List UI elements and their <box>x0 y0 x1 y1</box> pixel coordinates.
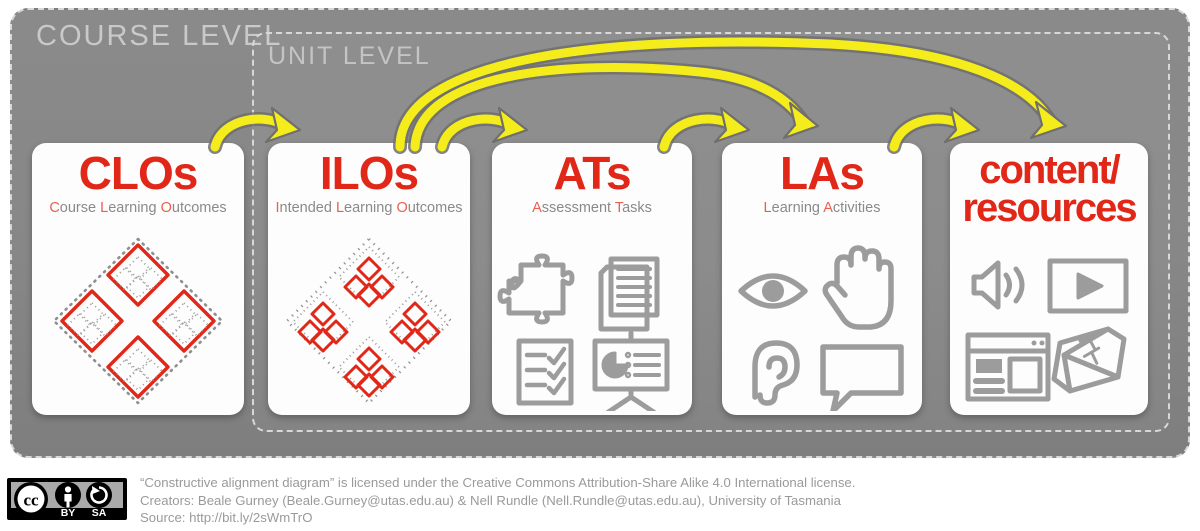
eye-icon <box>738 273 808 309</box>
card-las-subtitle: Learning Activities <box>763 200 881 216</box>
card-clos-subtitle: Course Learning Outcomes <box>49 200 227 216</box>
sa-icon <box>86 482 112 508</box>
footer: cc BY SA “Constructive alignment diagram… <box>0 468 1200 531</box>
badge-sa-label: SA <box>92 507 107 519</box>
card-ats-title: ATs <box>553 147 631 199</box>
card-ats-subtitle: Assessment Tasks <box>532 200 652 216</box>
cc-icon: cc <box>14 482 48 516</box>
card-clos-artwork <box>32 231 244 411</box>
card-las[interactable]: LAs Learning Activities <box>722 143 922 415</box>
footer-line-license: “Constructive alignment diagram” is lice… <box>140 475 856 490</box>
course-level-label: COURSE LEVEL <box>36 20 283 52</box>
card-content-title-line2: resources <box>962 186 1137 230</box>
card-content-artwork <box>950 243 1148 411</box>
speaker-audio-icon <box>971 260 1025 310</box>
card-ilos-artwork <box>268 231 470 411</box>
card-ats[interactable]: ATs Assessment Tasks <box>492 143 692 415</box>
by-icon <box>55 482 81 508</box>
card-content-resources[interactable]: content/ resources <box>950 143 1148 415</box>
badge-by-label: BY <box>61 507 76 519</box>
unit-level-label: UNIT LEVEL <box>268 42 431 70</box>
footer-line-creators: Creators: Beale Gurney (Beale.Gurney@uta… <box>140 492 841 508</box>
card-clos-title: CLOs <box>78 147 199 199</box>
web-page-icon <box>965 332 1051 402</box>
presentation-board-icon <box>592 330 670 411</box>
speech-bubble-icon <box>820 344 904 411</box>
hand-icon <box>822 245 894 330</box>
card-las-artwork <box>722 231 922 411</box>
puzzle-pieces-icon <box>497 253 575 325</box>
checklist-icon <box>516 338 574 406</box>
ear-icon <box>752 340 800 406</box>
card-content-title-line1: content/ <box>979 148 1121 192</box>
footer-line-source[interactable]: Source: http://bit.ly/2sWmTrO <box>140 510 313 525</box>
card-ilos-subtitle: Intended Learning Outcomes <box>275 200 463 216</box>
textbook-icon <box>1051 326 1127 394</box>
card-content-title: content/ resources <box>950 148 1148 230</box>
card-las-title: LAs <box>780 147 865 199</box>
card-ilos[interactable]: ILOs Intended Learning Outcomes <box>268 143 470 415</box>
card-ats-artwork <box>492 231 692 411</box>
cc-license-badge[interactable]: cc BY SA <box>7 478 127 520</box>
documents-icon <box>598 256 660 332</box>
svg-text:cc: cc <box>23 491 39 510</box>
card-ilos-title: ILOs <box>319 147 419 199</box>
footer-text-block: “Constructive alignment diagram” is lice… <box>140 474 855 527</box>
card-clos[interactable]: CLOs Course Learning Outcomes <box>32 143 244 415</box>
video-player-icon <box>1047 258 1129 314</box>
